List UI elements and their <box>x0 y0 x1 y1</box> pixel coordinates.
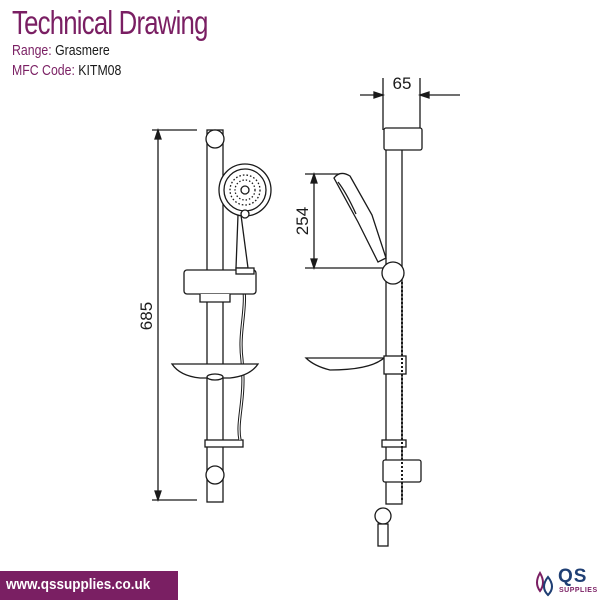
slider-bracket <box>183 267 257 303</box>
spray-nozzles <box>229 174 261 206</box>
range-row: Range: Grasmere <box>12 42 110 59</box>
side-top-bracket <box>383 127 423 151</box>
hose-clip <box>204 439 244 448</box>
logo-text: QS <box>558 566 588 587</box>
dimension-rail-length: 685 <box>137 127 197 503</box>
side-soap-dish <box>304 355 407 375</box>
soap-dish <box>170 363 260 381</box>
side-hose <box>374 282 403 547</box>
website-link[interactable]: www.qssupplies.co.uk <box>6 576 151 593</box>
shower-handset <box>218 163 272 269</box>
dimension-685-label: 685 <box>137 302 156 330</box>
mfc-value: KITM08 <box>78 62 122 79</box>
bottom-bracket <box>205 465 225 485</box>
range-value: Grasmere <box>55 42 110 59</box>
dimension-width: 65 <box>360 74 460 130</box>
side-view: 65 254 <box>293 74 460 547</box>
side-riser-rail <box>385 131 403 505</box>
page-title: Technical Drawing <box>12 4 208 41</box>
top-bracket <box>205 129 225 149</box>
dimension-65-label: 65 <box>393 74 412 93</box>
side-handset <box>333 172 387 263</box>
dimension-head-height: 254 <box>293 171 385 271</box>
qs-supplies-logo-icon <box>536 571 553 597</box>
side-slider-bracket <box>381 261 405 285</box>
dimension-254-label: 254 <box>293 207 312 235</box>
footer-bar <box>0 571 178 600</box>
side-hose-clip <box>381 439 407 448</box>
range-label: Range: <box>12 42 52 59</box>
front-view: 685 <box>137 127 272 503</box>
logo-subtext: SUPPLIES <box>559 587 598 594</box>
mfc-row: MFC Code: KITM08 <box>12 62 121 79</box>
mfc-label: MFC Code: <box>12 62 75 79</box>
